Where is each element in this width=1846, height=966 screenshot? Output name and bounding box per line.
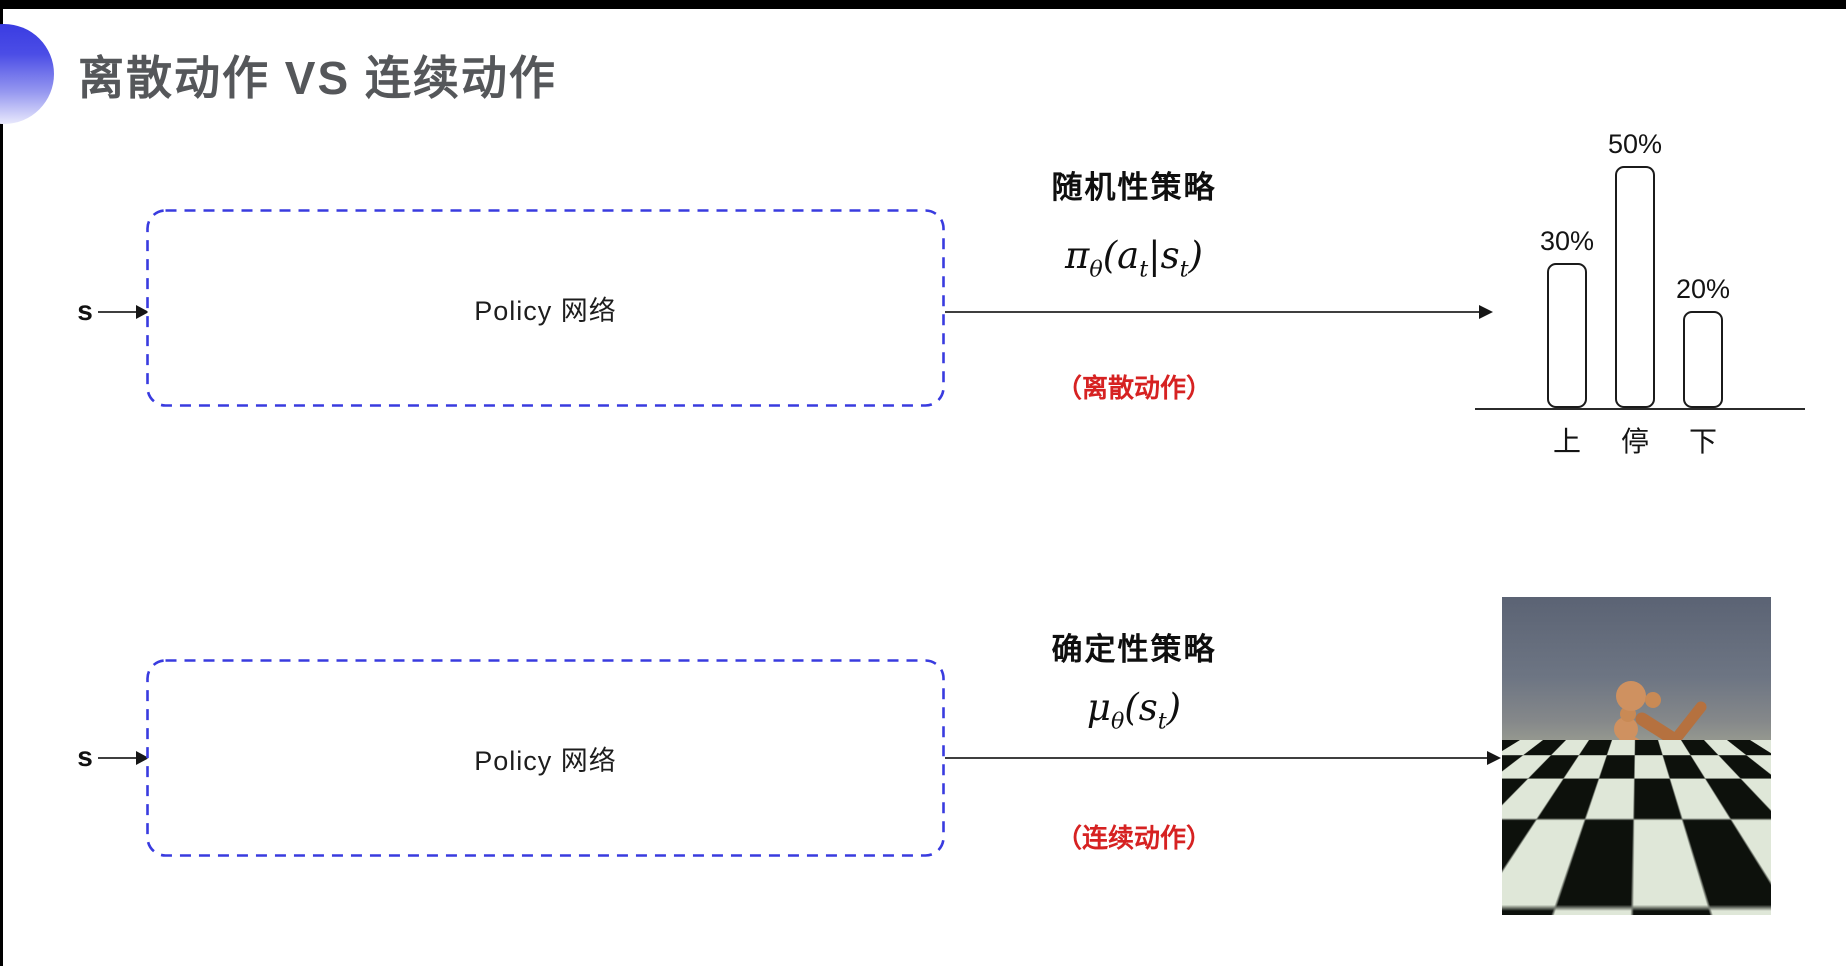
bar-value-label-stop: 50%	[1607, 129, 1663, 159]
category-label-stop: 停	[1620, 426, 1649, 457]
theta-subscript: θ	[1110, 708, 1125, 735]
bar-down	[1683, 311, 1723, 408]
bar-stop	[1615, 166, 1655, 408]
action-probability-chart: 30% 50% 20% 上 停 下	[1475, 98, 1805, 457]
humanoid-simulation-image	[1502, 597, 1771, 915]
dashed-border	[146, 209, 945, 407]
policy-network-box-row2: Policy 网络	[146, 659, 945, 857]
stochastic-policy-formula: πθ(at|st)	[1065, 234, 1203, 283]
theta-subscript: θ	[1089, 256, 1103, 283]
policy-network-box-row1: Policy 网络	[146, 209, 945, 407]
category-label-up: 上	[1552, 426, 1581, 457]
title-bullet-decoration	[0, 24, 54, 124]
category-label-down: 下	[1688, 426, 1717, 457]
stochastic-policy-title: 随机性策略	[1051, 170, 1217, 205]
arrow-policy-to-simulation	[945, 751, 1501, 765]
bar-column-up: 30%	[1540, 226, 1594, 408]
policy-network-label-row2: Policy 网络	[474, 745, 617, 776]
page-title: 离散动作 VS 连续动作	[78, 52, 557, 104]
continuous-action-note: （连续动作）	[1055, 823, 1212, 853]
state-input-label-row1: s	[77, 295, 93, 326]
humanoid-robot-figure	[1554, 681, 1707, 906]
bar-value-label-up: 30%	[1539, 226, 1595, 256]
left-border	[0, 0, 3, 966]
bar-column-stop: 50%	[1608, 129, 1662, 408]
policy-network-label-row1: Policy 网络	[474, 295, 617, 326]
arrow-s-to-policy-row2	[98, 751, 149, 765]
top-border	[0, 0, 1846, 9]
arrow-policy-to-distribution	[945, 305, 1493, 319]
dashed-border	[146, 659, 945, 857]
mu-symbol: μ	[1086, 686, 1111, 729]
bar-value-label-down: 20%	[1675, 274, 1731, 304]
discrete-action-note: （离散动作）	[1055, 373, 1212, 403]
pi-symbol: π	[1065, 234, 1090, 277]
chart-baseline	[1475, 408, 1805, 410]
state-input-label-row2: s	[77, 741, 93, 772]
arrow-s-to-policy-row1	[98, 305, 149, 319]
bar-up	[1547, 263, 1587, 408]
deterministic-policy-title: 确定性策略	[1051, 632, 1217, 667]
bar-column-down: 20%	[1676, 274, 1730, 408]
deterministic-policy-formula: μθ(st)	[1086, 686, 1182, 735]
